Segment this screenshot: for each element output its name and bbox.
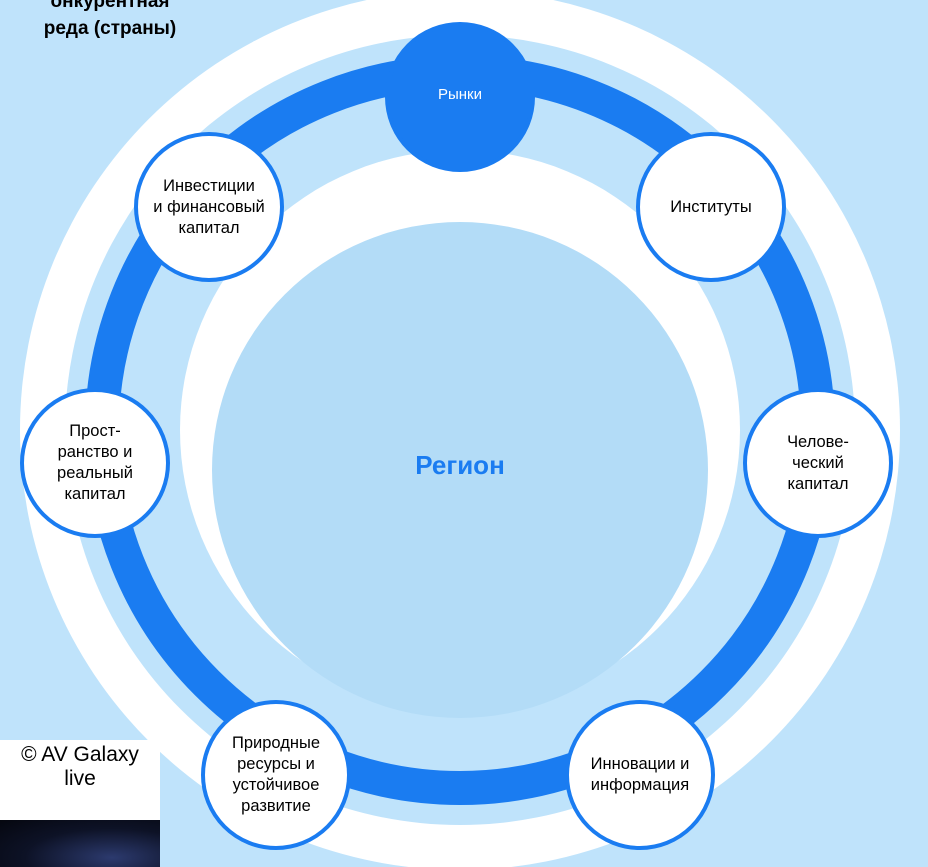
node-space: Прост- ранство и реальный капитал: [20, 388, 170, 538]
title-line-1: онкурентная: [50, 0, 170, 12]
title-line-2: реда (страны): [43, 18, 177, 39]
node-human-capital: Челове- ческий капитал: [743, 388, 893, 538]
node-institutes: Институты: [636, 132, 786, 282]
inner-circle: [212, 222, 708, 718]
node-label: Инвестиции и финансовый капитал: [153, 176, 265, 237]
node-markets: Рынки: [385, 22, 535, 172]
node-innovation: Инновации и информация: [565, 700, 715, 850]
node-label: Природные ресурсы и устойчивое развитие: [231, 734, 321, 815]
node-label: Институты: [670, 197, 752, 216]
node-investments: Инвестиции и финансовый капитал: [134, 132, 284, 282]
page-title: онкурентная реда (страны): [0, 0, 230, 42]
node-label: Прост- ранство и реальный капитал: [57, 422, 133, 503]
node-label: Рынки: [437, 86, 482, 103]
node-label: Челове- ческий капитал: [787, 432, 849, 493]
center-label: Регион: [415, 450, 505, 480]
credit-box: © AV Galaxy live: [0, 740, 160, 867]
node-natural-resources: Природные ресурсы и устойчивое развитие: [201, 700, 351, 850]
galaxy-image: [0, 820, 160, 867]
credit-text: © AV Galaxy live: [21, 743, 139, 790]
node-label: Инновации и информация: [590, 755, 690, 794]
